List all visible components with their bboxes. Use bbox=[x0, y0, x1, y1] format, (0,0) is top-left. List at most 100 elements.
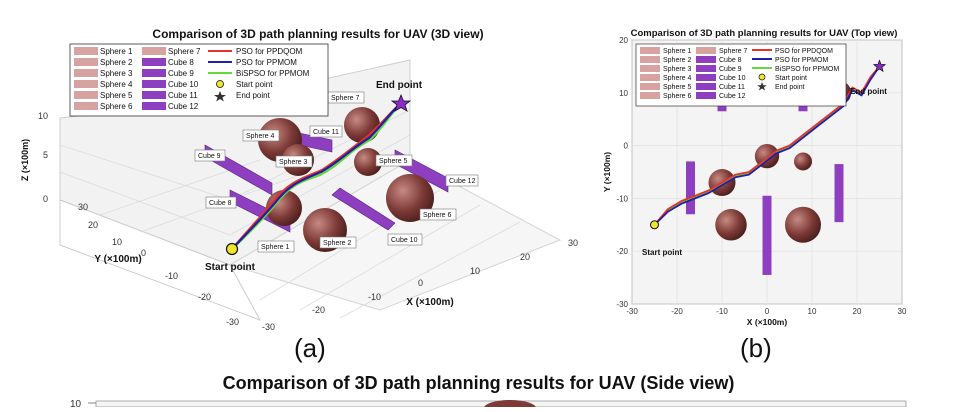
legend-top-sphere-2: Sphere 2 bbox=[663, 57, 692, 64]
y-axis-label-top: Y (×100m) bbox=[602, 152, 612, 192]
path-top-series-1 bbox=[653, 65, 881, 226]
legend-cube-8: Cube 8 bbox=[168, 58, 194, 67]
chart-title-top: Comparison of 3D path planning results f… bbox=[631, 28, 898, 39]
chart-top-view: Comparison of 3D path planning results f… bbox=[596, 0, 957, 370]
legend-top-pso-ppdqom: PSO for PPDQOM bbox=[775, 48, 833, 55]
chart-title-3d: Comparison of 3D path planning results f… bbox=[152, 27, 483, 41]
z-tick-10: 10 bbox=[38, 111, 48, 121]
panel-3d-view: Comparison of 3D path planning results f… bbox=[20, 27, 579, 332]
cube-top-4 bbox=[834, 164, 844, 223]
sphere-5-shape bbox=[354, 148, 382, 176]
x-tick-10: 10 bbox=[470, 266, 480, 276]
x-tick-top-2: -10 bbox=[716, 307, 728, 316]
cube-top-2 bbox=[762, 195, 772, 275]
legend-cube-12: Cube 12 bbox=[168, 102, 199, 111]
label-sphere-2: Sphere 2 bbox=[323, 240, 352, 247]
legend-cube-11: Cube 11 bbox=[168, 91, 198, 100]
legend-pso-ppmom: PSO for PPMOM bbox=[236, 58, 297, 67]
legend-top-sphere-5: Sphere 5 bbox=[663, 84, 692, 91]
legend-cube-10: Cube 10 bbox=[168, 80, 199, 89]
x-tick-top-6: 30 bbox=[898, 307, 907, 316]
label-cube-12: Cube 12 bbox=[449, 178, 476, 185]
caption-b: (b) bbox=[740, 333, 772, 363]
x-tick-m30: -30 bbox=[262, 322, 275, 332]
legend-sphere-6: Sphere 6 bbox=[100, 102, 133, 111]
path-pso-ppmom-3d bbox=[231, 102, 402, 250]
legend-sphere-1: Sphere 1 bbox=[100, 47, 133, 56]
legend-sphere-3: Sphere 3 bbox=[100, 69, 133, 78]
path-pso-ppdqom-3d bbox=[231, 102, 402, 250]
start-point-label-top: Start point bbox=[642, 248, 682, 257]
label-sphere-3: Sphere 3 bbox=[279, 159, 308, 166]
z-axis-label: Z (×100m) bbox=[20, 139, 30, 181]
sphere-top-4 bbox=[794, 152, 812, 171]
y-tick-top-0: -30 bbox=[616, 300, 628, 309]
legend-top-bispso-ppmom: BiSPSO for PPMOM bbox=[775, 66, 839, 73]
y-tick-top-4: 10 bbox=[619, 89, 628, 98]
y-axis-label: Y (×100m) bbox=[94, 254, 141, 265]
end-point-marker-top bbox=[872, 59, 887, 73]
label-cube-9: Cube 9 bbox=[198, 153, 221, 160]
start-point-label-3d: Start point bbox=[205, 262, 256, 273]
label-cube-11: Cube 11 bbox=[313, 129, 339, 136]
x-tick-m20: -20 bbox=[312, 305, 325, 315]
label-sphere-7: Sphere 7 bbox=[331, 95, 360, 102]
legend-top-cube-11: Cube 11 bbox=[719, 84, 745, 91]
start-point-marker-top bbox=[650, 220, 659, 230]
sphere-top-3 bbox=[785, 206, 821, 243]
path-top-series-0 bbox=[653, 65, 881, 226]
chart-3d-view: Comparison of 3D path planning results f… bbox=[20, 27, 579, 332]
y-tick-10: 10 bbox=[112, 237, 122, 247]
y-tick-top-5: 20 bbox=[619, 36, 628, 45]
x-tick-m10: -10 bbox=[368, 292, 381, 302]
legend-top-end: End point bbox=[775, 84, 805, 91]
end-point-label-3d: End point bbox=[376, 80, 423, 91]
legend-sphere-4: Sphere 4 bbox=[100, 80, 133, 89]
label-sphere-1: Sphere 1 bbox=[261, 244, 290, 251]
label-sphere-6: Sphere 6 bbox=[423, 212, 452, 219]
legend-sphere-5: Sphere 5 bbox=[100, 91, 133, 100]
legend-bispso-ppmom: BiSPSO for PPMOM bbox=[236, 69, 310, 78]
legend-top-pso-ppmom: PSO for PPMOM bbox=[775, 57, 828, 64]
y-tick-30: 30 bbox=[78, 202, 88, 212]
caption-a: (a) bbox=[294, 333, 326, 363]
legend-sphere-2: Sphere 2 bbox=[100, 58, 133, 67]
y-tick-m30: -30 bbox=[226, 317, 239, 327]
z-tick-5: 5 bbox=[43, 150, 48, 160]
sphere-top-1 bbox=[715, 209, 747, 241]
z-tick-0: 0 bbox=[43, 194, 48, 204]
legend-top-cube-10: Cube 10 bbox=[719, 75, 746, 82]
paths-3d bbox=[231, 102, 402, 250]
axes-floor-front bbox=[59, 199, 262, 321]
label-cube-10: Cube 10 bbox=[391, 237, 418, 244]
legend-top-sphere-6: Sphere 6 bbox=[663, 93, 692, 100]
y-tick-top-2: -10 bbox=[616, 194, 628, 203]
legend-top-start: Start point bbox=[775, 75, 807, 82]
y-tick-0: 0 bbox=[141, 248, 146, 258]
legend-top-sphere-4: Sphere 4 bbox=[663, 75, 692, 82]
cube-top-0 bbox=[686, 161, 695, 215]
path-bispso-ppmom-3d bbox=[231, 102, 402, 250]
legend-top-sphere-1: Sphere 1 bbox=[663, 48, 692, 55]
side-y-tick-10: 10 bbox=[70, 399, 82, 407]
panel-top-view: Comparison of 3D path planning results f… bbox=[596, 0, 957, 370]
legend-top: Sphere 1 Sphere 2 Sphere 3 Sphere 4 Sphe… bbox=[635, 43, 847, 107]
legend-top-cube-8: Cube 8 bbox=[719, 57, 742, 64]
legend-top-sphere-7: Sphere 7 bbox=[719, 48, 748, 55]
object-labels-3d: Sphere 7 Sphere 4 Cube 11 Cube 9 Sphere … bbox=[194, 91, 479, 253]
y-tick-top-1: -20 bbox=[616, 247, 628, 256]
x-tick-top-0: -30 bbox=[626, 307, 638, 316]
y-tick-top-3: 0 bbox=[624, 142, 629, 151]
y-tick-m20: -20 bbox=[198, 292, 211, 302]
x-tick-top-4: 10 bbox=[808, 307, 817, 316]
label-sphere-5: Sphere 5 bbox=[379, 158, 408, 165]
markers-top bbox=[650, 59, 887, 230]
legend-top-sphere-3: Sphere 3 bbox=[663, 66, 692, 73]
chart-title-side: Comparison of 3D path planning results f… bbox=[222, 373, 735, 393]
x-tick-30: 30 bbox=[568, 238, 578, 248]
legend-top-cube-12: Cube 12 bbox=[719, 93, 746, 100]
label-sphere-4: Sphere 4 bbox=[246, 133, 275, 140]
start-point-marker-3d bbox=[225, 242, 239, 256]
x-tick-0: 0 bbox=[418, 278, 423, 288]
